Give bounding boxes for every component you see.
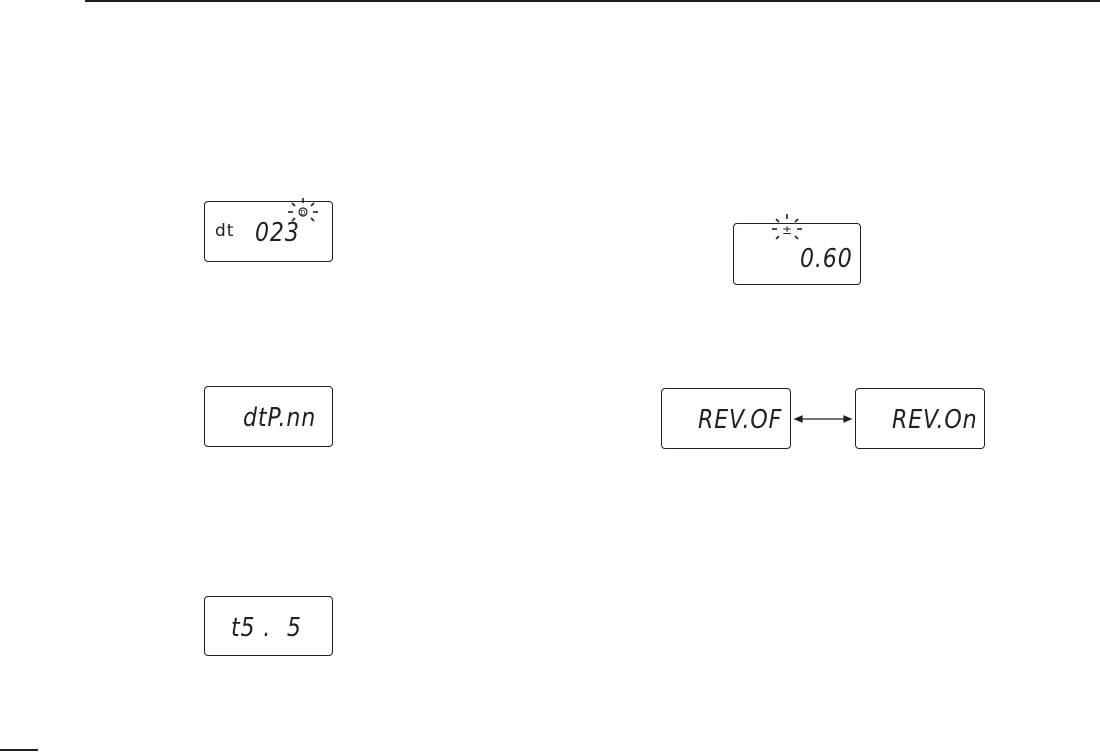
offset-indicator-sign: ± <box>782 223 792 237</box>
toggle-arrow <box>795 416 851 422</box>
dtcs-indicator-letter: D <box>300 209 305 217</box>
